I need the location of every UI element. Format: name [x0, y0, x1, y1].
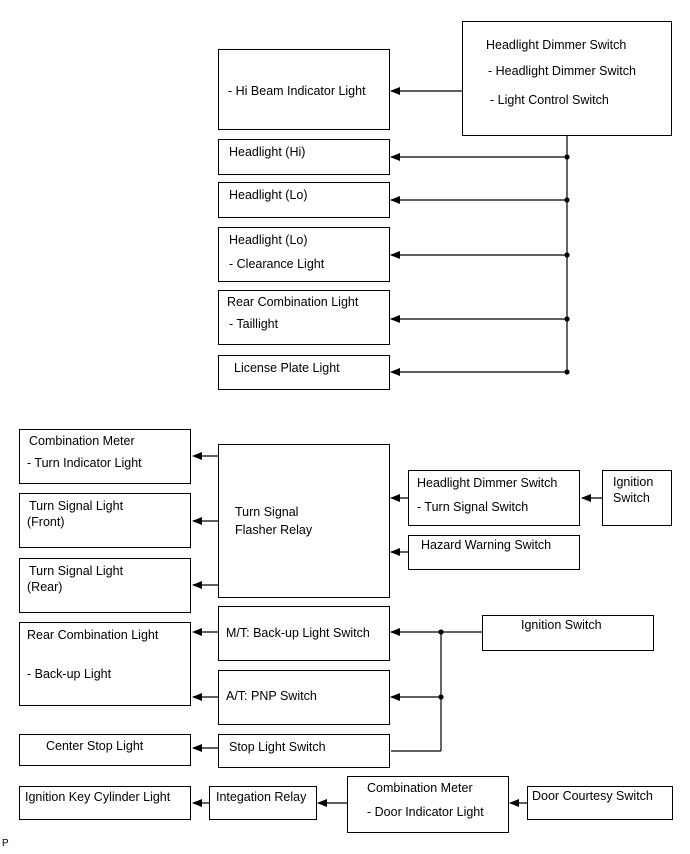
junction-dot [438, 694, 444, 700]
box-title: Turn Signal Light [29, 499, 124, 513]
box-label: - Taillight [229, 317, 279, 331]
box-label: Ignition Switch [521, 618, 602, 632]
at-pnp-switch-box: A/T: PNP Switch [218, 670, 390, 725]
box-label: Flasher Relay [235, 523, 313, 537]
turn-signal-front-box: Turn Signal Light (Front) [19, 493, 191, 548]
box-title: Ignition [613, 475, 654, 489]
box-label: Switch [613, 491, 650, 505]
box-label: Stop Light Switch [229, 740, 326, 754]
junction-dot [564, 154, 570, 160]
box-label: Ignition Key Cylinder Light [25, 790, 171, 804]
box-label: (Front) [27, 515, 65, 529]
headlight-lo-clearance-box: Headlight (Lo) - Clearance Light [218, 227, 390, 282]
junction-dot [564, 197, 570, 203]
box-title: Headlight Dimmer Switch [486, 38, 627, 52]
box-title: Headlight (Lo) [229, 233, 308, 247]
box-label: - Turn Indicator Light [27, 456, 142, 470]
box-title: Turn Signal Light [29, 564, 124, 578]
integration-relay-box: Integation Relay [209, 786, 317, 820]
license-plate-light-box: License Plate Light [218, 355, 390, 390]
box-label: (Rear) [27, 580, 63, 594]
combination-meter-turn-box: Combination Meter - Turn Indicator Light [19, 429, 191, 484]
mt-backup-light-switch-box: M/T: Back-up Light Switch [218, 606, 390, 661]
box-label: - Back-up Light [27, 667, 112, 681]
box-label: - Clearance Light [229, 257, 325, 271]
box-label: - Door Indicator Light [367, 805, 484, 819]
box-label: License Plate Light [234, 361, 340, 375]
rear-combination-taillight-box: Rear Combination Light - Taillight [218, 290, 390, 345]
headlight-dimmer-turn-switch-box: Headlight Dimmer Switch - Turn Signal Sw… [408, 470, 580, 526]
box-title: Headlight Dimmer Switch [417, 476, 558, 490]
junction-dot [564, 316, 570, 322]
box-label: - Hi Beam Indicator Light [228, 84, 366, 98]
box-label: Headlight (Lo) [229, 188, 308, 202]
box-title: Rear Combination Light [27, 628, 159, 642]
box-label: Door Courtesy Switch [532, 789, 653, 803]
headlight-dimmer-switch-top-box: Headlight Dimmer Switch - Headlight Dimm… [462, 21, 672, 136]
ignition-key-cylinder-light-box: Ignition Key Cylinder Light [19, 786, 191, 820]
center-stop-light-box: Center Stop Light [19, 734, 191, 766]
junction-dot [438, 629, 444, 635]
box-label: Headlight (Hi) [229, 145, 306, 159]
footer-mark: P [2, 838, 9, 849]
turn-signal-flasher-relay-box: Turn Signal Flasher Relay [218, 444, 390, 598]
headlight-hi-box: Headlight (Hi) [218, 139, 390, 175]
junction-dot [564, 369, 570, 375]
rear-combination-backup-box: Rear Combination Light - Back-up Light [19, 622, 191, 706]
box-label: Integation Relay [216, 790, 307, 804]
box-label: Center Stop Light [46, 739, 144, 753]
box-label: A/T: PNP Switch [226, 689, 317, 703]
headlight-lo-box: Headlight (Lo) [218, 182, 390, 218]
box-title: Combination Meter [367, 781, 473, 795]
junction-dot [564, 252, 570, 258]
ignition-switch-2-box: Ignition Switch [482, 615, 654, 651]
turn-signal-rear-box: Turn Signal Light (Rear) [19, 558, 191, 613]
box-label: Hazard Warning Switch [421, 538, 552, 552]
combination-meter-door-box: Combination Meter - Door Indicator Light [347, 776, 509, 833]
door-courtesy-switch-box: Door Courtesy Switch [527, 786, 673, 820]
box-title: Turn Signal [235, 505, 299, 519]
box-label: - Headlight Dimmer Switch [488, 64, 636, 78]
ignition-switch-box: Ignition Switch [602, 470, 672, 526]
box-label: M/T: Back-up Light Switch [226, 626, 370, 640]
box-title: Combination Meter [29, 434, 135, 448]
box-label: - Turn Signal Switch [417, 500, 529, 514]
hi-beam-indicator-box: - Hi Beam Indicator Light [218, 49, 390, 130]
box-title: Rear Combination Light [227, 295, 359, 309]
box-label: - Light Control Switch [490, 93, 609, 107]
stop-light-switch-box: Stop Light Switch [218, 734, 390, 768]
hazard-warning-switch-box: Hazard Warning Switch [408, 535, 580, 570]
